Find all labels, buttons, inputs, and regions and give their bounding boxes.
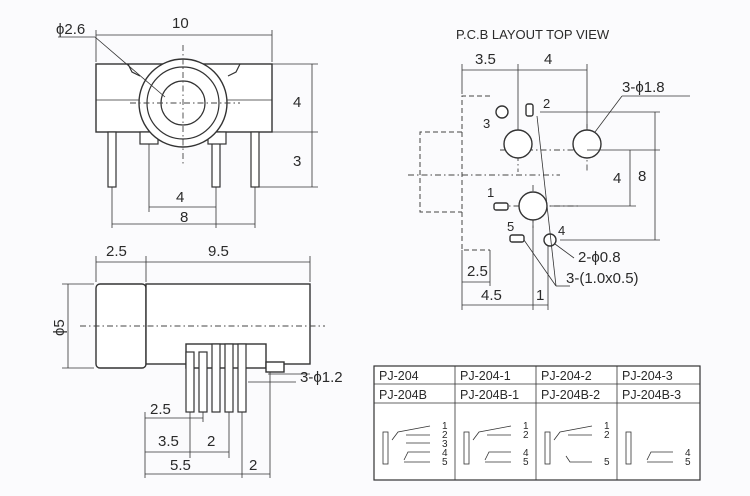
schematic-pin: 4 xyxy=(685,448,691,459)
schematic-contact xyxy=(553,425,593,441)
schematic-pin: 4 xyxy=(523,448,529,459)
pin-dia-label: 3-ϕ1.2 xyxy=(300,369,343,386)
dim-top-left: 3.5 xyxy=(475,51,496,68)
schematic-diagram: 1 2 5 xyxy=(544,421,610,468)
schematic-body xyxy=(463,431,470,465)
dim-top-right: 4 xyxy=(544,51,552,68)
dim-pin3: 2 xyxy=(207,433,215,450)
side-pin xyxy=(224,343,234,413)
schematic-diagram: 1 2 3 4 5 xyxy=(382,421,448,468)
schematic-pin: 4 xyxy=(442,448,448,459)
schematic-contact xyxy=(565,455,592,463)
dim-pin-length: 3 xyxy=(293,153,301,170)
schematic-body xyxy=(544,431,551,465)
side-view: ϕ5 2.5 9.5 3-ϕ1.2 2.5 3.5 2 5.5 2 xyxy=(51,243,343,478)
dim-bottom-left: 2.5 xyxy=(467,263,488,280)
pin-number-1: 1 xyxy=(487,185,494,200)
slot-5 xyxy=(509,234,525,243)
dim-barrel-dia: ϕ5 xyxy=(51,319,68,336)
pcb-layout-view: P.C.B LAYOUT TOP VIEW 2 3 1 5 4 3.5 4 xyxy=(408,27,690,310)
dim-height: 4 xyxy=(293,94,301,111)
leader-line xyxy=(523,239,557,287)
schematic-body xyxy=(625,431,632,465)
schematic-pin: 3 xyxy=(442,439,448,450)
model-cell: PJ-204-3 xyxy=(622,369,673,383)
schematic-pin: 5 xyxy=(523,457,529,468)
schematic-contact xyxy=(646,451,673,461)
schematic-pin: 5 xyxy=(685,457,691,468)
slot-label: 3-(1.0x0.5) xyxy=(566,270,639,287)
front-pin-right xyxy=(250,131,260,188)
dim-bottom-mid: 4.5 xyxy=(481,287,502,304)
slot-1 xyxy=(493,202,509,211)
schematic-diagram: 4 5 xyxy=(625,431,691,468)
dim-pin2: 3.5 xyxy=(158,433,179,450)
leader-line xyxy=(594,95,623,133)
dim-bottom-right: 1 xyxy=(536,287,544,304)
big-hole xyxy=(572,129,602,159)
model-cell: PJ-204B-1 xyxy=(460,388,519,402)
schematic-contact xyxy=(472,425,512,441)
pcb-title: P.C.B LAYOUT TOP VIEW xyxy=(456,27,610,42)
schematic-pin: 1 xyxy=(523,421,529,432)
schematic-pin: 2 xyxy=(604,430,610,441)
schematic-diagram: 1 2 4 5 xyxy=(463,421,529,468)
dim-inner-pitch: 4 xyxy=(176,189,184,206)
model-cell: PJ-204B-2 xyxy=(541,388,600,402)
dim-vertical-inner: 4 xyxy=(613,170,621,187)
leader-line xyxy=(536,115,557,287)
front-pin-left xyxy=(107,131,117,188)
model-table: PJ-204 PJ-204-1 PJ-204-2 PJ-204-3 PJ-204… xyxy=(373,365,701,481)
model-cell: PJ-204B-3 xyxy=(622,388,681,402)
schematic-body xyxy=(382,431,389,465)
side-pin xyxy=(198,351,208,413)
pin-number-2: 2 xyxy=(543,96,550,111)
dim-pin1: 2.5 xyxy=(150,401,171,418)
big-hole-1 xyxy=(518,191,548,221)
leader-line xyxy=(554,243,575,259)
model-cell: PJ-204-2 xyxy=(541,369,592,383)
schematic-pin: 2 xyxy=(442,430,448,441)
slot-2 xyxy=(525,103,534,117)
pin-number-3: 3 xyxy=(483,116,490,131)
dim-outer-pitch: 8 xyxy=(180,209,188,226)
side-pin xyxy=(237,343,247,413)
schematic-pin: 1 xyxy=(442,421,448,432)
small-hole-3 xyxy=(495,105,509,119)
body-outline xyxy=(419,131,462,213)
dim-pin5: 2 xyxy=(249,457,257,474)
dim-pin4: 5.5 xyxy=(170,457,191,474)
big-hole-3 xyxy=(503,129,533,159)
schematic-pin: 1 xyxy=(604,421,610,432)
small-hole-label: 2-ϕ0.8 xyxy=(578,249,621,266)
dim-body-length: 9.5 xyxy=(208,243,229,260)
dim-vertical-outer: 8 xyxy=(638,168,646,185)
schematic-pin: 5 xyxy=(442,457,448,468)
dim-front-length: 2.5 xyxy=(106,243,127,260)
side-pin xyxy=(185,351,195,413)
big-hole-label: 3-ϕ1.8 xyxy=(622,79,665,96)
model-cell: PJ-204-1 xyxy=(460,369,511,383)
leader-line xyxy=(94,36,166,98)
dim-hole-dia: ϕ2.6 xyxy=(56,21,85,38)
body-shoulder xyxy=(227,63,241,77)
front-view: 10 ϕ2.6 4 3 4 8 xyxy=(56,15,318,228)
schematic-contact xyxy=(484,451,511,461)
dim-width: 10 xyxy=(172,15,189,32)
body-outline xyxy=(461,95,490,251)
table-frame xyxy=(373,365,701,481)
model-cell: PJ-204 xyxy=(379,369,419,383)
schematic-contact xyxy=(391,425,431,441)
schematic-pin: 5 xyxy=(604,457,610,468)
schematic-pin: 2 xyxy=(523,430,529,441)
jack-foot xyxy=(265,361,285,373)
pin-number-4: 4 xyxy=(558,223,565,238)
side-pin xyxy=(211,343,221,413)
pin-number-5: 5 xyxy=(507,219,514,234)
model-cell: PJ-204B xyxy=(379,388,427,402)
schematic-contact xyxy=(403,451,430,461)
